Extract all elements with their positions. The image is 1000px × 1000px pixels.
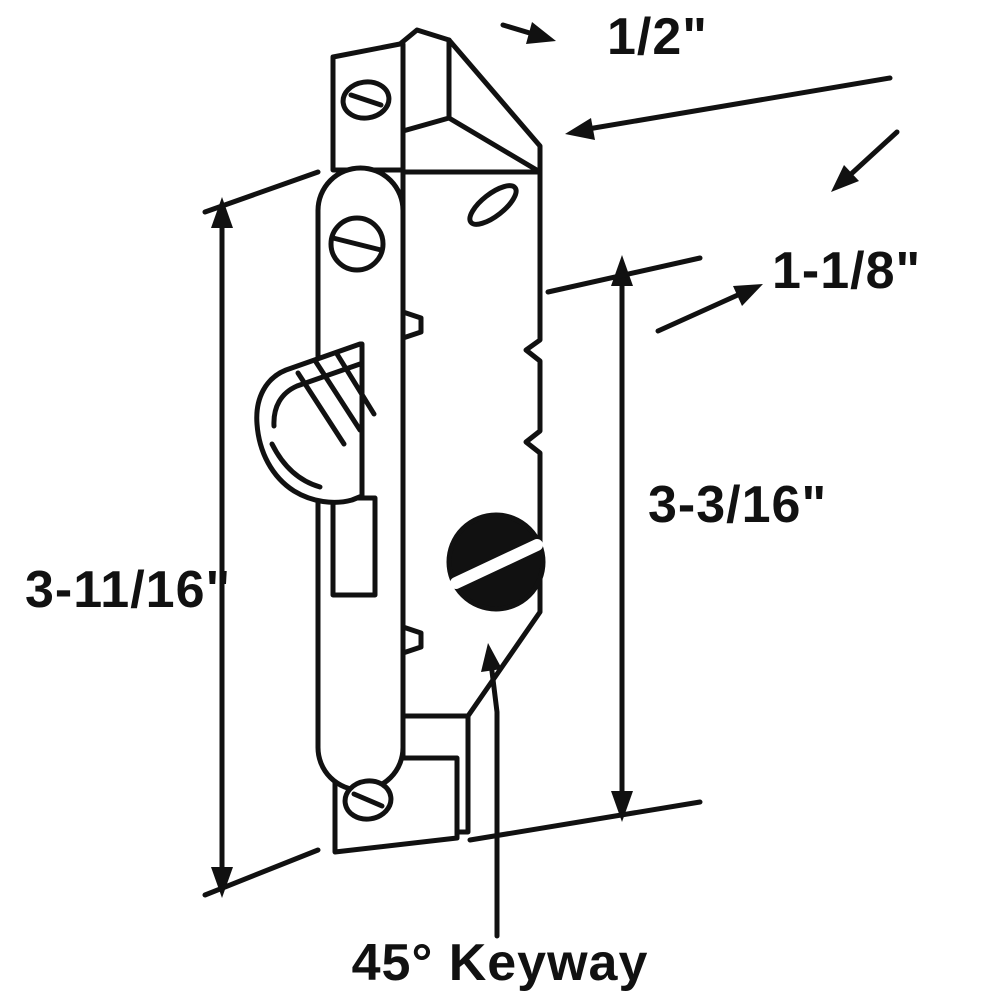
bottom-screw-slot-icon <box>351 791 385 809</box>
hook-latch <box>254 341 377 505</box>
arrow-up-icon <box>481 643 502 672</box>
leader-line <box>487 652 500 939</box>
keyway-leader <box>481 643 502 939</box>
hook-hatch-1 <box>334 351 377 417</box>
arrow-up-icon <box>611 255 633 286</box>
extension-line-near <box>847 129 900 178</box>
case-nub-lower <box>400 624 424 656</box>
arrow-up-right-icon <box>733 284 763 306</box>
latch-slot <box>330 495 378 598</box>
hook-hatch-3 <box>295 370 347 447</box>
dim-case-height <box>467 255 703 843</box>
arrow-down-icon <box>611 791 633 822</box>
arrow-right-icon <box>526 22 556 44</box>
arrow-left-icon <box>565 118 595 140</box>
extension-line-top <box>545 255 703 295</box>
arrow-down-icon <box>211 867 233 898</box>
arrow-left-icon-2 <box>831 165 859 192</box>
extension-line-bottom <box>202 847 321 898</box>
extension-line-far <box>579 75 893 133</box>
hook-hatch-2 <box>313 359 363 433</box>
extension-line-top <box>202 169 321 215</box>
hook-inner-edge <box>271 361 363 429</box>
hook-belly-line <box>269 441 323 490</box>
extension-line-bottom <box>467 799 703 843</box>
keyway <box>446 512 546 612</box>
dim-width <box>565 75 900 334</box>
dim-label-half-inch: 1/2" <box>607 8 708 66</box>
keyway-label: 45° Keyway <box>352 934 649 992</box>
dim-label-overall-height: 3-11/16" <box>25 561 231 619</box>
dim-half-inch <box>500 22 556 44</box>
anti-lift-slot <box>467 183 519 227</box>
top-plate-perspective <box>446 37 543 175</box>
faceplate-screw-slot-icon <box>330 235 384 253</box>
top-screw-slot-icon <box>348 92 384 108</box>
dimension-labels: 1/2" 1-1/8" 3-3/16" 3-11/16" 45° Keyway <box>25 8 921 992</box>
arrow-up-icon <box>211 197 233 228</box>
leader-line <box>655 291 743 334</box>
lock-case <box>400 169 543 835</box>
lock-drawing <box>254 27 546 855</box>
keyway-slot-icon <box>450 539 543 589</box>
case-nub-upper <box>400 309 424 341</box>
dimension-lines <box>202 22 900 939</box>
dim-label-case-height: 3-3/16" <box>648 476 827 534</box>
dim-overall-height <box>202 169 321 898</box>
dim-label-width: 1-1/8" <box>772 242 921 300</box>
